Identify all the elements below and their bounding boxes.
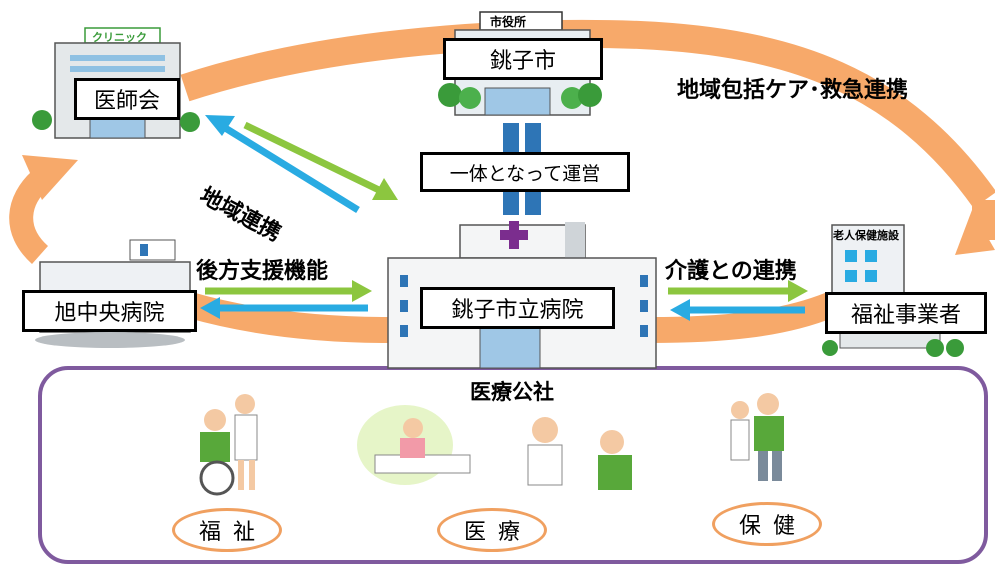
green-diagonal-arrowhead [372, 178, 398, 200]
orange-arc-top [180, 19, 995, 209]
corporation-title: 医療公社 [470, 380, 554, 404]
blue-right-arrowhead [670, 299, 690, 321]
orange-arrowhead-right [955, 210, 995, 255]
medical-oval: 医療 [437, 508, 547, 552]
welfare-operator-label: 福祉事業者 [825, 292, 987, 334]
orange-arc-left [9, 171, 49, 264]
green-right-arrowhead [788, 280, 808, 302]
welfare-illustration [199, 394, 258, 496]
green-left-arrowhead [352, 280, 372, 302]
orange-arrowhead-left [22, 155, 78, 200]
city-hospital-label: 銚子市立病院 [420, 287, 615, 329]
medical-association-label: 医師会 [74, 78, 180, 120]
rear-support-text: 後方支援機能 [196, 259, 329, 284]
blue-diagonal-arrowhead [205, 115, 235, 136]
green-diagonal-arrow-line [243, 121, 387, 197]
community-care-text: 地域包括ケア･救急連携 [677, 78, 909, 103]
blue-diagonal-arrow-line [220, 123, 360, 213]
elderly-facility-sign: 老人保健施設 [833, 229, 899, 242]
joint-operation-label: 一体となって運営 [420, 152, 630, 192]
health-illustration [730, 393, 784, 481]
hospital-cross-icon [500, 221, 528, 249]
elderly-facility-building [822, 224, 964, 357]
welfare-oval: 福祉 [172, 508, 282, 552]
city-label: 銚子市 [443, 38, 603, 80]
blue-left-arrowhead [200, 297, 220, 319]
medical-illustration [357, 405, 632, 490]
health-oval: 保健 [712, 502, 822, 546]
city-hall-sign: 市役所 [490, 15, 527, 29]
orange-band-right [649, 292, 835, 343]
clinic-sign: クリニック [92, 31, 147, 44]
asahi-hospital-label: 旭中央病院 [22, 290, 197, 332]
care-cooperation-text: 介護との連携 [665, 259, 797, 284]
